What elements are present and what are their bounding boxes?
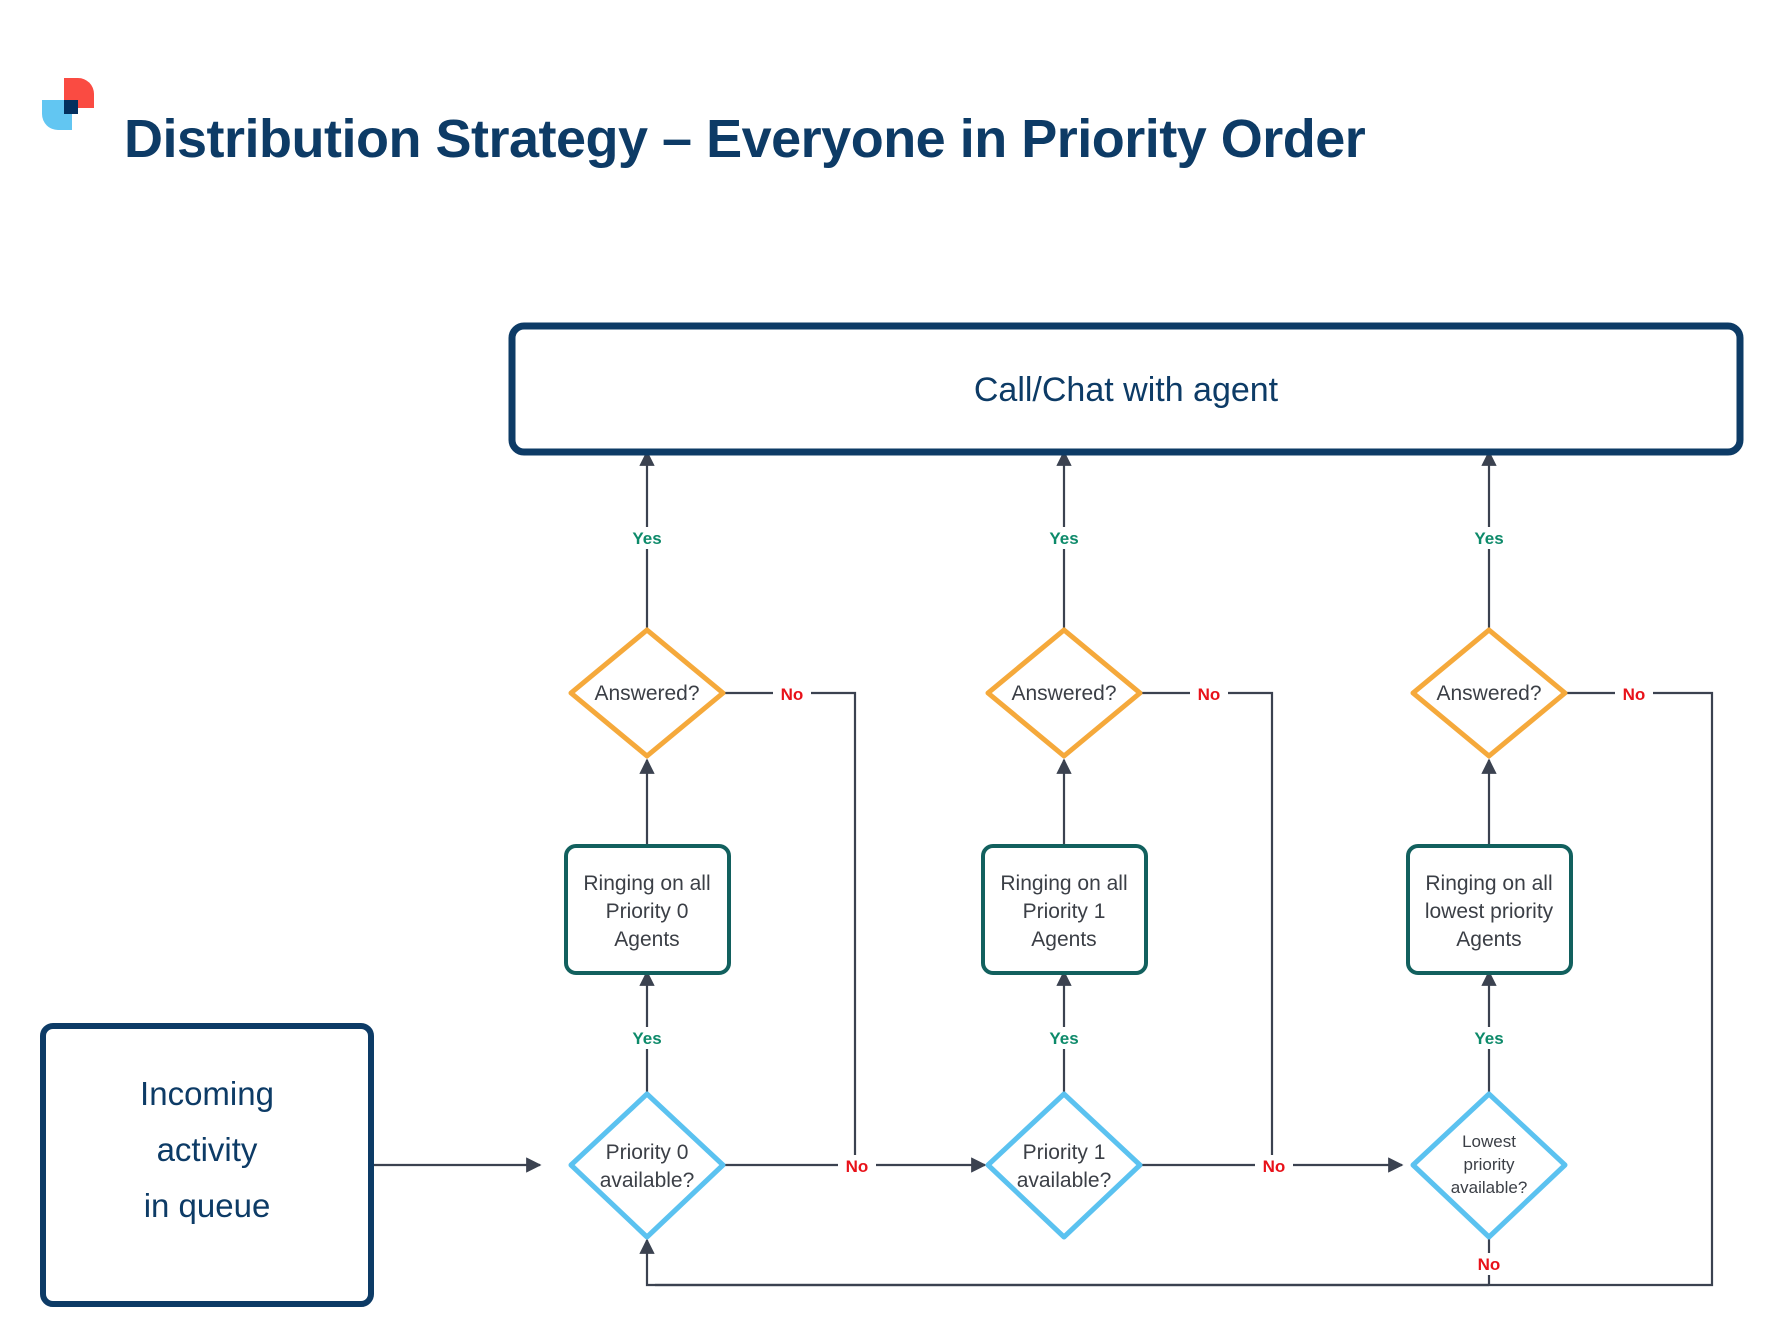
node-answered-low-shape xyxy=(1410,627,1568,759)
node-plow-shape xyxy=(1410,1091,1568,1240)
node-ringing-priority-0[interactable]: Ringing on all Priority 0 Agents xyxy=(564,844,731,975)
node-call-chat-label: Call/Chat with agent xyxy=(974,371,1279,409)
node-ringing-0-line-3: Agents xyxy=(614,928,679,951)
page-title: Distribution Strategy – Everyone in Prio… xyxy=(124,109,1366,169)
node-ringing-lowest-priority[interactable]: Ringing on all lowest priority Agents xyxy=(1406,844,1573,975)
brand-logo-icon xyxy=(42,78,94,130)
label-bg xyxy=(1190,683,1228,705)
node-ringing-priority-1[interactable]: Ringing on all Priority 1 Agents xyxy=(981,844,1148,975)
edge-label-yes-p0: Yes xyxy=(632,1029,661,1048)
node-queue-line-1: Incoming xyxy=(140,1075,274,1112)
node-answered-priority-0[interactable]: Answered? xyxy=(568,627,726,759)
node-queue-box xyxy=(40,1023,374,1307)
edge-label-yes-answered-1: Yes xyxy=(1049,529,1078,548)
edge-return-to-p0 xyxy=(639,1238,1489,1287)
node-p1-line-2: available? xyxy=(1017,1169,1112,1192)
edge-label-no-answered-0: No xyxy=(781,685,804,704)
edge-label-yes-p1: Yes xyxy=(1049,1029,1078,1048)
node-p0-line-2: available? xyxy=(600,1169,695,1192)
node-p1-shape xyxy=(985,1091,1143,1240)
node-queue-line-2: activity xyxy=(157,1131,258,1168)
label-bg xyxy=(1042,1027,1086,1049)
node-answered-1-shape xyxy=(985,627,1143,759)
node-answered-1-label: Answered? xyxy=(1011,682,1116,705)
node-ringing-1-box xyxy=(981,844,1148,975)
node-answered-0-label: Answered? xyxy=(594,682,699,705)
node-answered-low-label: Answered? xyxy=(1436,682,1541,705)
edge-label-no-plow: No xyxy=(1478,1255,1501,1274)
node-ringing-0-line-1: Ringing on all xyxy=(583,872,710,895)
node-answered-priority-1[interactable]: Answered? xyxy=(985,627,1143,759)
edge-answeredlow-no xyxy=(655,691,1714,1287)
node-ringing-0-line-2: Priority 0 xyxy=(606,900,689,923)
node-ringing-low-line-3: Agents xyxy=(1456,928,1521,951)
node-priority-1-available[interactable]: Priority 1 available? xyxy=(985,1091,1143,1240)
brand-logo xyxy=(34,72,100,138)
node-queue-line-3: in queue xyxy=(144,1187,271,1224)
label-bg xyxy=(1470,1253,1508,1275)
edge-label-yes-answered-0: Yes xyxy=(632,529,661,548)
label-bg xyxy=(625,1027,669,1049)
edge-label-no-p0: No xyxy=(846,1157,869,1176)
node-p0-shape xyxy=(568,1091,726,1240)
edge-answered0-no xyxy=(723,691,857,1165)
node-call-chat-box xyxy=(508,322,1744,456)
edge-answered1-no xyxy=(1140,691,1274,1165)
node-ringing-1-line-2: Priority 1 xyxy=(1023,900,1106,923)
edge-label-no-answered-low: No xyxy=(1623,685,1646,704)
label-bg xyxy=(773,683,811,705)
node-plow-line-3: available? xyxy=(1451,1178,1528,1197)
node-ringing-0-box xyxy=(564,844,731,975)
node-priority-0-available[interactable]: Priority 0 available? xyxy=(568,1091,726,1240)
node-plow-line-2: priority xyxy=(1463,1155,1515,1174)
node-answered-0-shape xyxy=(568,627,726,759)
node-call-chat-with-agent[interactable]: Call/Chat with agent xyxy=(508,322,1744,456)
node-p0-line-1: Priority 0 xyxy=(606,1141,689,1164)
edge-label-yes-answered-low: Yes xyxy=(1474,529,1503,548)
node-p1-line-1: Priority 1 xyxy=(1023,1141,1106,1164)
node-ringing-low-line-1: Ringing on all xyxy=(1425,872,1552,895)
node-plow-line-1: Lowest xyxy=(1462,1132,1516,1151)
label-bg xyxy=(625,527,669,549)
edge-label-no-answered-1: No xyxy=(1198,685,1221,704)
label-bg xyxy=(1467,1027,1511,1049)
node-ringing-1-line-3: Agents xyxy=(1031,928,1096,951)
label-bg xyxy=(1042,527,1086,549)
edge-label-yes-plow: Yes xyxy=(1474,1029,1503,1048)
node-ringing-low-box xyxy=(1406,844,1573,975)
node-ringing-low-line-2: lowest priority xyxy=(1425,900,1554,923)
edge-label-layer: Yes Yes Yes Yes Yes Yes No No No No No xyxy=(625,527,1653,1275)
node-lowest-priority-available[interactable]: Lowest priority available? xyxy=(1410,1091,1568,1240)
label-bg xyxy=(1615,683,1653,705)
label-bg xyxy=(1255,1155,1293,1177)
node-incoming-activity-queue[interactable]: Incoming activity in queue xyxy=(40,1023,374,1307)
label-bg xyxy=(838,1155,876,1177)
label-bg xyxy=(1467,527,1511,549)
node-ringing-1-line-1: Ringing on all xyxy=(1000,872,1127,895)
node-answered-lowest-priority[interactable]: Answered? xyxy=(1410,627,1568,759)
edge-label-no-p1: No xyxy=(1263,1157,1286,1176)
